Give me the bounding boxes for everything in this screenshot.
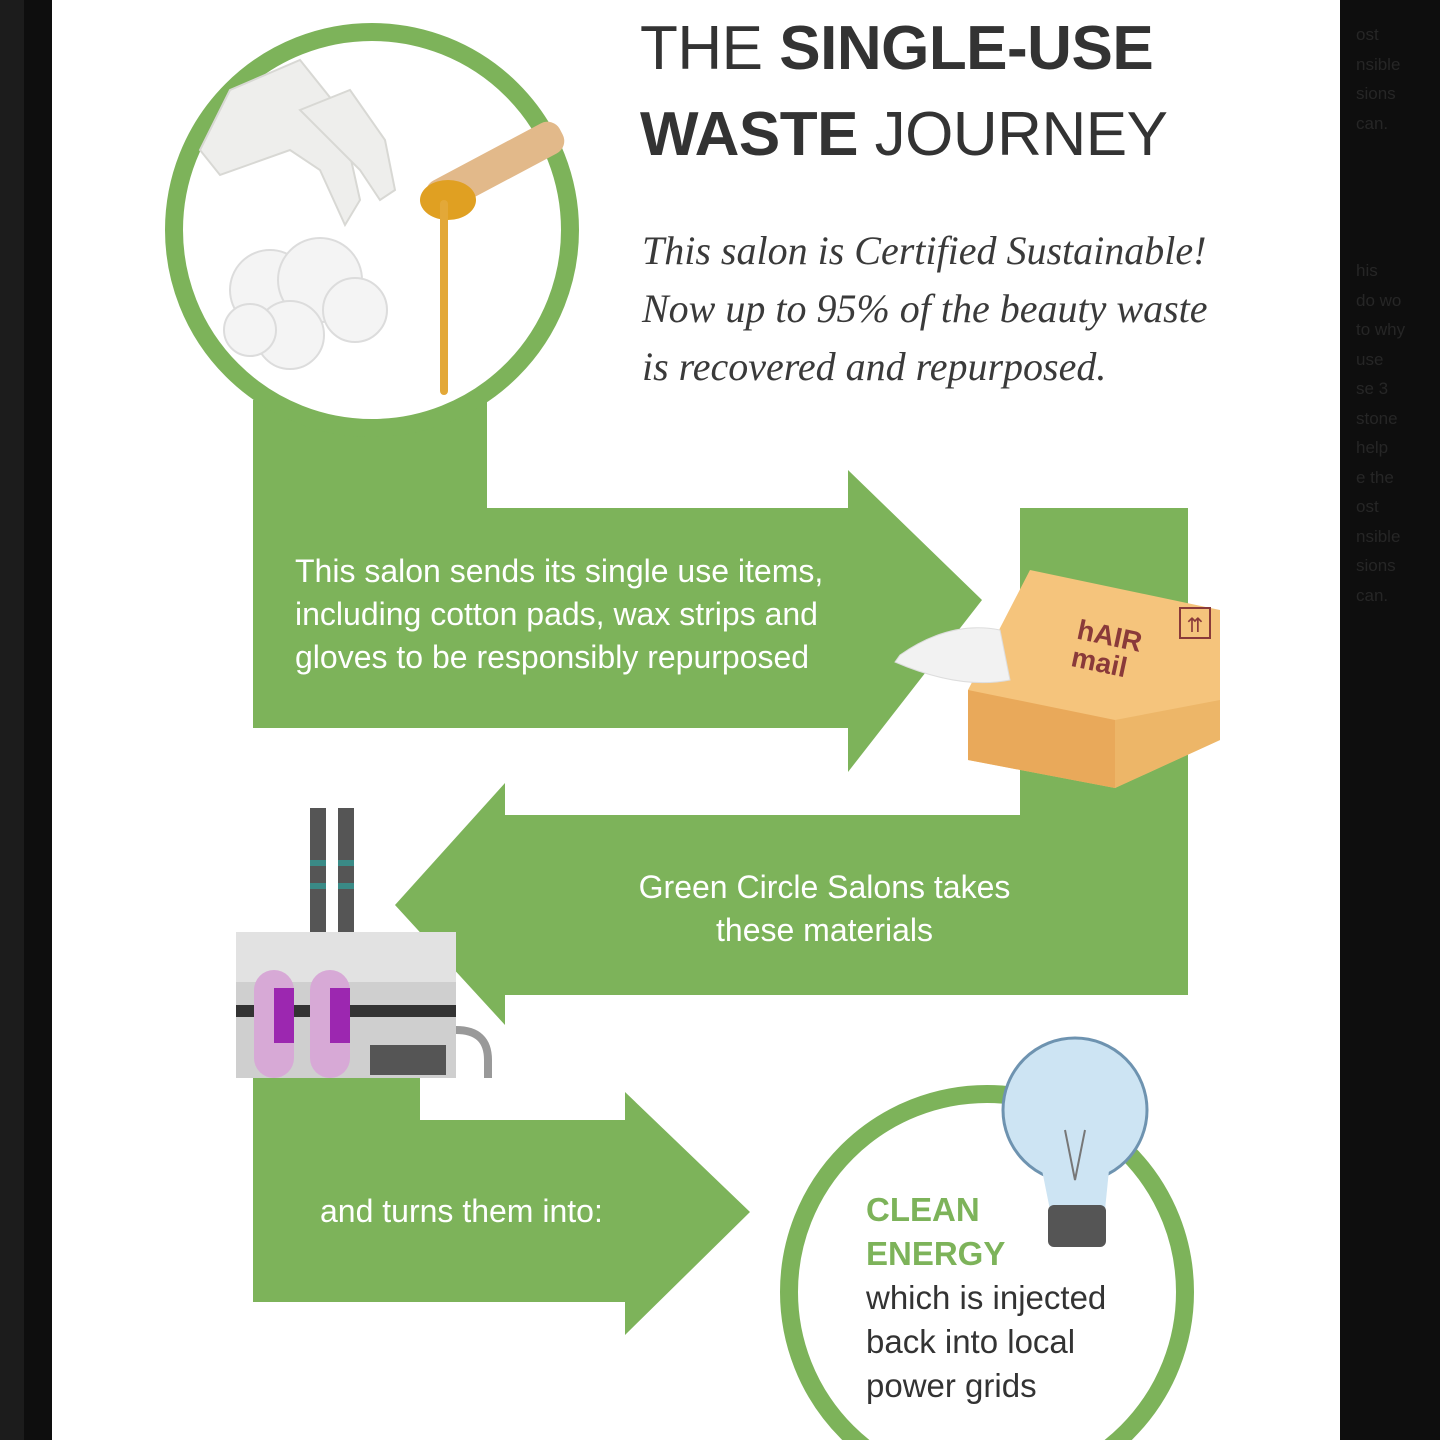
bg-fragment: se 3 bbox=[1356, 379, 1389, 398]
result-line: back into local bbox=[866, 1323, 1076, 1360]
bg-fragment: ost bbox=[1356, 497, 1379, 516]
arrow-left-2 bbox=[395, 783, 1188, 1025]
background-edge bbox=[0, 0, 24, 1440]
light-bulb-icon bbox=[1001, 1036, 1149, 1247]
bg-fragment: e the bbox=[1356, 467, 1394, 487]
wax-stick-icon bbox=[420, 121, 565, 395]
bg-fragment: help bbox=[1356, 438, 1389, 457]
step1-line: gloves to be responsibly repurposed bbox=[295, 639, 810, 675]
subtitle-line: Now up to 95% of the beauty waste bbox=[642, 286, 1208, 331]
flow-graphics: ⇈ bbox=[165, 23, 1220, 1440]
result-line: power grids bbox=[866, 1367, 1037, 1404]
background-text: ost nsible sions can. his do wo to why u… bbox=[1356, 20, 1405, 610]
bg-fragment: ost bbox=[1356, 25, 1379, 44]
bg-fragment: his bbox=[1356, 261, 1378, 280]
bg-fragment: sions bbox=[1356, 84, 1396, 103]
arrow-right-3 bbox=[253, 1092, 750, 1335]
bg-fragment bbox=[1356, 227, 1405, 257]
bg-fragment: can. bbox=[1356, 113, 1389, 133]
bg-fragment: nsible bbox=[1356, 54, 1401, 74]
hair-mail-box-icon: ⇈ bbox=[894, 570, 1220, 788]
arrow-right-1 bbox=[253, 470, 982, 772]
bg-fragment: to why bbox=[1356, 320, 1406, 339]
page-title-line1: THE SINGLE-USE bbox=[640, 14, 1154, 83]
bg-fragment bbox=[1356, 168, 1405, 198]
bg-fragment: sions bbox=[1356, 556, 1396, 575]
page-title-line2: WASTE JOURNEY bbox=[640, 100, 1168, 169]
step1-text: This salon sends its single use items, i… bbox=[295, 550, 823, 679]
bg-fragment bbox=[1356, 138, 1405, 168]
bg-fragment: nsible bbox=[1356, 526, 1401, 546]
step2-text: Green Circle Salons takes these material… bbox=[552, 866, 1097, 952]
bg-fragment bbox=[1356, 197, 1405, 227]
factory-icon bbox=[236, 808, 492, 1078]
step2-line: Green Circle Salons takes bbox=[638, 869, 1011, 905]
gloves-icon bbox=[198, 58, 397, 228]
result-line: which is injected bbox=[866, 1279, 1107, 1316]
result-highlight: CLEAN bbox=[866, 1191, 980, 1228]
box-label: hAIR mail bbox=[1069, 614, 1145, 684]
step1-line: This salon sends its single use items, bbox=[295, 553, 824, 589]
subtitle-line: is recovered and repurposed. bbox=[642, 344, 1107, 389]
result-text: CLEAN ENERGY which is injected back into… bbox=[866, 1188, 1106, 1408]
bg-fragment: can. bbox=[1356, 585, 1389, 605]
subtitle: This salon is Certified Sustainable! Now… bbox=[642, 222, 1208, 396]
step1-line: including cotton pads, wax strips and bbox=[295, 596, 818, 632]
svg-text:⇈: ⇈ bbox=[1187, 613, 1204, 637]
step3-text: and turns them into: bbox=[320, 1193, 603, 1229]
bg-fragment: do wo bbox=[1356, 290, 1402, 310]
infographic-card: ⇈ THE SINGLE-USE WASTE JOURNEY This salo… bbox=[52, 0, 1340, 1440]
bg-fragment: stone bbox=[1356, 408, 1398, 428]
subtitle-line: This salon is Certified Sustainable! bbox=[642, 228, 1207, 273]
result-highlight: ENERGY bbox=[866, 1235, 1006, 1272]
step2-line: these materials bbox=[716, 912, 933, 948]
bg-fragment: use bbox=[1356, 349, 1384, 369]
cotton-balls-icon bbox=[223, 237, 388, 370]
